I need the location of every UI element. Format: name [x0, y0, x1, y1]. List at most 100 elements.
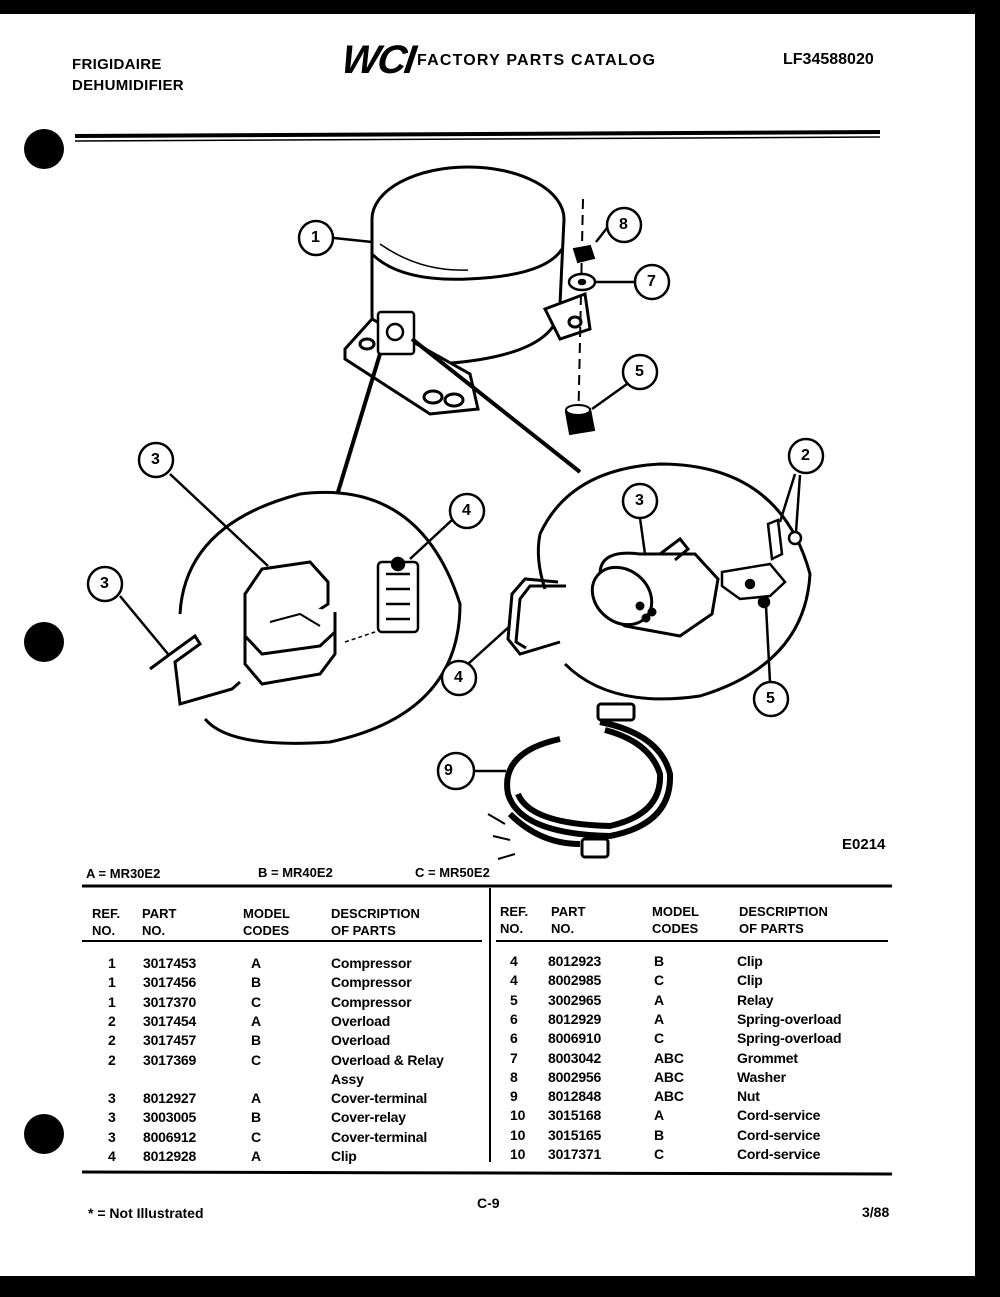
callout-4-left: 3: [100, 575, 109, 592]
compressor: [370, 165, 566, 366]
row-part-no: 3015165: [548, 1126, 602, 1143]
row-part-no: 3017454: [143, 1012, 197, 1029]
row-part-no: 3017369: [143, 1051, 197, 1068]
row-ref-no: 2: [108, 1051, 116, 1068]
row-ref-no: 10: [510, 1126, 526, 1143]
row-model-codes: A: [251, 1090, 261, 1107]
header-model-codes-right: MODEL CODES: [652, 904, 699, 936]
row-ref-no: 4: [510, 953, 518, 969]
not-illustrated-note: * = Not Illustrated: [88, 1205, 204, 1221]
callout-7: 5: [635, 363, 644, 380]
figure-code: E0214: [842, 836, 886, 853]
relay-cover-left: [243, 560, 337, 686]
row-description: Nut: [737, 1088, 760, 1105]
row-part-no: 8002956: [548, 1068, 602, 1085]
exploded-parts-diagram: [74, 130, 881, 860]
row-part-no: 3003005: [143, 1109, 197, 1126]
legend-b: B = MR40E2: [258, 865, 333, 880]
row-description: Cord-service: [737, 1126, 821, 1143]
header-description-right: DESCRIPTION OF PARTS: [739, 904, 828, 936]
legend-c: C = MR50E2: [415, 865, 490, 880]
row-ref-no: 10: [510, 1107, 526, 1124]
row-ref-no: 4: [510, 972, 518, 989]
row-model-codes: C: [654, 972, 664, 989]
row-description: Cover-terminal: [331, 1128, 428, 1145]
row-model-codes: B: [251, 1109, 261, 1126]
row-description: Relay: [737, 991, 774, 1008]
row-model-codes: B: [251, 974, 261, 991]
row-description: Washer: [737, 1068, 786, 1085]
header-part-no-right: PART NO.: [551, 904, 586, 936]
row-description: Assy: [331, 1070, 364, 1087]
catalog-number: LF34588020: [783, 51, 874, 68]
catalog-title: FACTORY PARTS CATALOG: [417, 52, 657, 69]
row-model-codes: A: [654, 991, 664, 1008]
relay-left: [376, 556, 420, 634]
row-model-codes: B: [251, 1032, 261, 1049]
spring-overload: [766, 518, 803, 561]
relay-cover-right: [590, 536, 720, 638]
row-model-codes: C: [251, 1051, 261, 1068]
row-ref-no: 2: [108, 1032, 116, 1049]
header-ref-no-right: REF. NO.: [500, 904, 529, 936]
nut-part: [572, 244, 596, 264]
row-ref-no: 2: [108, 1012, 116, 1029]
brand-name: FRIGIDAIRE: [72, 56, 162, 73]
row-ref-no: 6: [510, 1030, 518, 1047]
row-description: Spring-overload: [737, 1010, 842, 1027]
row-part-no: 8012848: [548, 1088, 602, 1105]
binder-hole-top: [24, 129, 64, 169]
callout-5-left: 4: [462, 502, 471, 519]
catalog-page: 8 FRIGIDAIRE DEHUMIDIFIER WCI FACTORY PA…: [0, 14, 975, 1276]
row-ref-no: 5: [510, 991, 518, 1008]
washer-part: [567, 272, 597, 292]
row-part-no: 3002965: [548, 991, 602, 1008]
row-part-no: 3017371: [548, 1146, 602, 1162]
row-part-no: 3017453: [143, 955, 197, 971]
row-model-codes: B: [654, 953, 664, 969]
service-cord: [504, 719, 674, 847]
row-model-codes: ABC: [654, 1068, 684, 1085]
row-ref-no: 4: [108, 1148, 116, 1164]
legend-a: A = MR30E2: [86, 866, 161, 881]
cord-plug: [580, 702, 636, 859]
row-description: Cover-relay: [331, 1109, 406, 1126]
page-number: C-9: [477, 1195, 500, 1211]
row-model-codes: C: [251, 993, 261, 1010]
callout-3-right: 3: [635, 492, 644, 509]
callout-9: 8: [619, 216, 628, 233]
detail-circle-right: [536, 462, 812, 701]
binder-hole-bottom: [24, 1114, 64, 1154]
row-part-no: 8012923: [548, 953, 602, 969]
callout-4-right: 4: [454, 669, 463, 686]
row-model-codes: B: [654, 1126, 664, 1143]
binder-hole-middle: [24, 622, 64, 662]
callout-8: 7: [647, 273, 656, 290]
row-description: Compressor: [331, 993, 412, 1010]
clip-right: [506, 577, 566, 656]
row-description: Cord-service: [737, 1146, 821, 1162]
row-model-codes: A: [654, 1010, 664, 1027]
row-ref-no: 1: [108, 993, 116, 1010]
row-description: Compressor: [331, 955, 412, 971]
row-part-no: 3017457: [143, 1032, 197, 1049]
row-description: Compressor: [331, 974, 412, 991]
row-part-no: 3015168: [548, 1107, 602, 1124]
row-part-no: 8006910: [548, 1030, 602, 1047]
terminal-block: [376, 310, 416, 356]
row-ref-no: 7: [510, 1049, 518, 1066]
row-model-codes: A: [251, 1148, 261, 1164]
row-description: Overload & Relay: [331, 1051, 444, 1068]
header-description: DESCRIPTION OF PARTS: [331, 906, 420, 938]
row-ref-no: 3: [108, 1128, 116, 1145]
header-part-no: PART NO.: [142, 906, 177, 938]
header-ref-no: REF. NO.: [92, 906, 121, 938]
row-ref-no: 1: [108, 974, 116, 991]
row-description: Overload: [331, 1012, 391, 1029]
row-part-no: 8012927: [143, 1090, 197, 1107]
row-ref-no: 3: [108, 1090, 116, 1107]
row-part-no: 8012928: [143, 1148, 197, 1164]
callout-3-left: 3: [151, 451, 160, 468]
relay-right: [720, 562, 787, 609]
row-part-no: 8006912: [143, 1128, 197, 1145]
